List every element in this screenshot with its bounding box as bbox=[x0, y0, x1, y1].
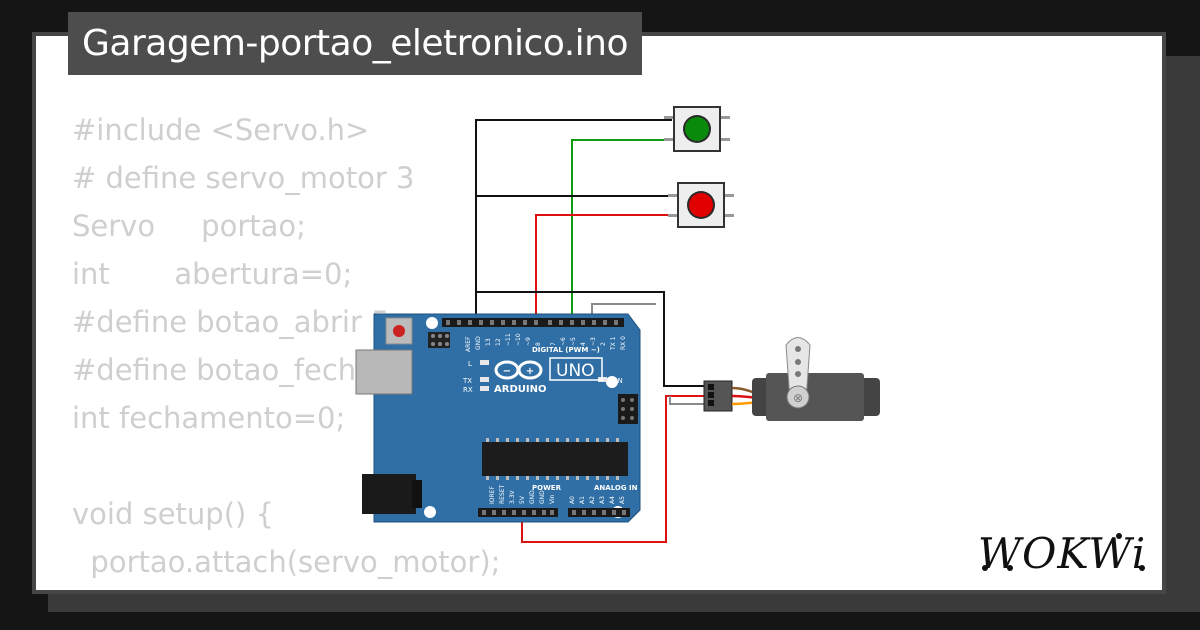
digital-label: DIGITAL (PWM ~) bbox=[532, 346, 600, 354]
svg-text:2: 2 bbox=[600, 342, 607, 346]
svg-text:RESET: RESET bbox=[499, 484, 506, 504]
svg-text:GND: GND bbox=[539, 490, 546, 504]
power-label: POWER bbox=[532, 484, 562, 492]
svg-text:~6: ~6 bbox=[560, 337, 567, 346]
svg-text:A5: A5 bbox=[619, 496, 626, 504]
svg-text:ON: ON bbox=[612, 377, 623, 385]
svg-text:7: 7 bbox=[550, 342, 557, 346]
code-line: int abertura=0; bbox=[72, 257, 353, 291]
green-button-cap bbox=[685, 117, 709, 141]
red-button-cap bbox=[689, 193, 713, 217]
model-label: UNO bbox=[556, 361, 595, 381]
svg-text:~9: ~9 bbox=[525, 337, 532, 346]
analog-label: ANALOG IN bbox=[594, 484, 638, 492]
svg-text:GND: GND bbox=[529, 490, 536, 504]
code-line: Servo portao; bbox=[72, 209, 306, 243]
svg-text:L: L bbox=[468, 360, 472, 368]
svg-text:~11: ~11 bbox=[505, 333, 512, 346]
arduino-uno-board[interactable]: AREF GND 13 12 ~11 ~10 ~9 8 7 ~6 ~5 4 ~3… bbox=[355, 313, 641, 523]
wire-red-servo-power bbox=[521, 395, 706, 543]
preview-card: #include <Servo.h> # define servo_motor 3… bbox=[32, 32, 1166, 594]
wire-red-signal bbox=[535, 214, 672, 322]
code-line: void setup() { bbox=[72, 497, 274, 531]
aref-label: AREF bbox=[465, 336, 472, 352]
svg-text:~10: ~10 bbox=[515, 333, 522, 346]
code-line: int fechamento=0; bbox=[72, 401, 346, 435]
svg-text:4: 4 bbox=[580, 342, 587, 346]
code-line: portao.attach(servo_motor); bbox=[72, 545, 501, 579]
svg-text:12: 12 bbox=[495, 338, 502, 346]
analog-header bbox=[568, 508, 630, 517]
svg-text:−: − bbox=[503, 366, 511, 377]
wire-black-servo bbox=[476, 291, 706, 387]
green-push-button[interactable] bbox=[664, 106, 730, 152]
svg-text:A3: A3 bbox=[599, 496, 606, 504]
arduino-logo bbox=[494, 360, 543, 380]
code-line: #define botao_abrir 5 bbox=[72, 305, 390, 339]
servo-motor[interactable]: ⊗ bbox=[703, 337, 880, 422]
svg-text:~5: ~5 bbox=[570, 337, 577, 346]
svg-text:TX 1: TX 1 bbox=[610, 336, 617, 351]
svg-text:RX: RX bbox=[463, 386, 473, 394]
gnd-label: GND bbox=[475, 336, 482, 350]
svg-text:3.3V: 3.3V bbox=[509, 489, 516, 504]
svg-text:A1: A1 bbox=[579, 496, 586, 504]
svg-text:RX 0: RX 0 bbox=[620, 336, 627, 350]
wire-black-green-button bbox=[475, 119, 672, 322]
svg-text:~3: ~3 bbox=[590, 337, 597, 346]
project-title: Garagem-portao_eletronico.ino bbox=[68, 12, 642, 75]
wokwi-logo: WOKWi bbox=[978, 529, 1145, 578]
digital-header bbox=[442, 318, 624, 327]
svg-text:A4: A4 bbox=[609, 496, 616, 504]
svg-text:A0: A0 bbox=[569, 496, 576, 504]
wire-green-signal bbox=[571, 139, 672, 322]
svg-text:13: 13 bbox=[485, 338, 492, 346]
svg-text:+: + bbox=[526, 366, 534, 377]
wire-gray-servo-signal bbox=[669, 396, 706, 405]
svg-text:⊗: ⊗ bbox=[793, 391, 803, 405]
svg-text:Vin: Vin bbox=[549, 494, 556, 504]
power-header bbox=[478, 508, 558, 517]
svg-text:IOREF: IOREF bbox=[489, 486, 496, 504]
red-push-button[interactable] bbox=[668, 182, 734, 228]
code-line: # define servo_motor 3 bbox=[72, 161, 415, 195]
svg-text:5V: 5V bbox=[519, 495, 526, 504]
svg-text:8: 8 bbox=[535, 342, 542, 346]
code-preview: #include <Servo.h> # define servo_motor 3… bbox=[72, 106, 508, 590]
brand-label: ARDUINO bbox=[494, 384, 546, 395]
svg-text:TX: TX bbox=[462, 377, 472, 385]
servo-horn bbox=[785, 337, 811, 401]
svg-text:A2: A2 bbox=[589, 496, 596, 504]
code-line: #include <Servo.h> bbox=[72, 113, 370, 147]
usb-port bbox=[355, 349, 413, 395]
dc-jack bbox=[362, 474, 416, 514]
microcontroller-chip bbox=[482, 442, 628, 476]
